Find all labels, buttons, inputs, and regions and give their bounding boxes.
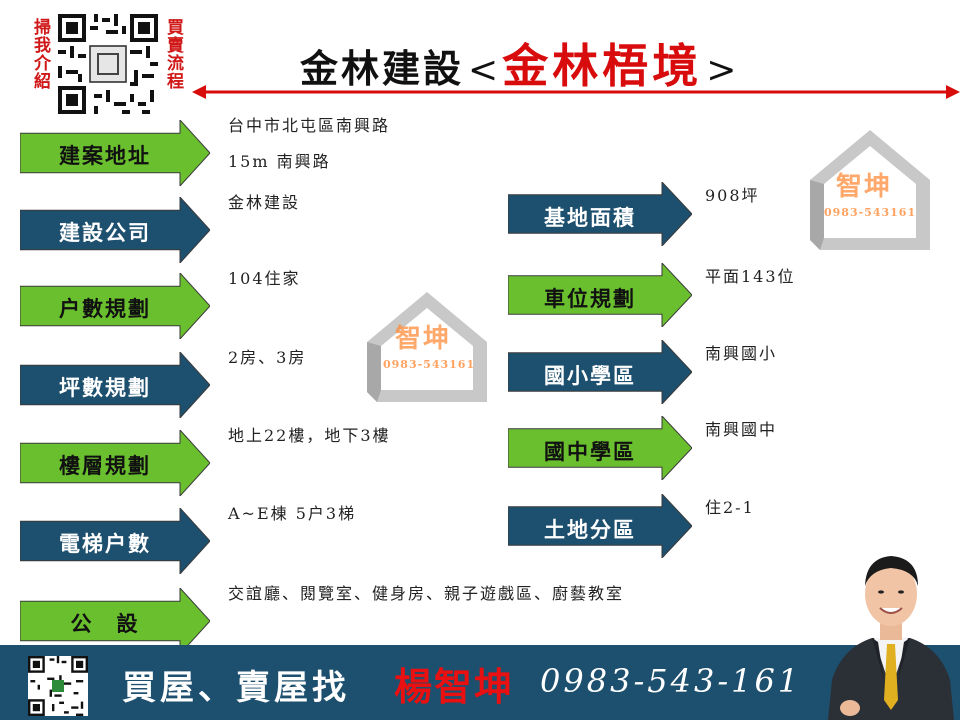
watermark-top-right: 智坤 0983-543161 [808,128,933,253]
arrow-shape [20,120,210,186]
scan-intro-label: 掃我介紹 [30,18,50,90]
right-value: 南興國中 [705,420,778,439]
watermark-phone: 0983-543161 [383,358,476,371]
title-divider-double-arrow [192,85,960,99]
left-value: 台中市北屯區南興路 [228,116,391,135]
right-label: 土地分區 [544,517,636,542]
left-label: 坪數規劃 [59,375,151,400]
right-value: 908坪 [705,186,760,205]
left-item-4: 樓層規劃 [20,430,210,500]
left-label: 建設公司 [59,220,151,245]
left-label: 樓層規劃 [59,453,151,478]
title-company: 金林建設 [300,46,465,91]
arrow-shape [20,588,210,654]
right-value: 平面143位 [705,267,796,286]
right-item-1: 車位規劃 [508,263,692,333]
left-value: A~E棟 5户3梯 [228,504,357,523]
watermark-name: 智坤 [395,324,452,354]
right-value: 住2-1 [705,498,755,517]
left-label: 公 設 [70,611,140,636]
right-value: 南興國小 [705,344,778,363]
left-value: 交誼廳、閱覽室、健身房、親子遊戲區、廚藝教室 [228,584,625,603]
watermark-phone: 0983-543161 [824,206,917,219]
right-label: 國小學區 [544,363,636,388]
footer-slogan: 買屋、賣屋找 [122,668,350,708]
arrow-shape [508,340,692,404]
footer-bar [0,645,960,720]
arrow-shape [20,197,210,263]
right-label: 國中學區 [544,439,636,464]
arrow-shape [508,494,692,558]
house-watermark-icon [367,292,487,402]
footer-phone[interactable]: 0983-543-161 [540,662,802,700]
arrow-shape [20,273,210,339]
left-label: 建案地址 [59,143,151,168]
agent-photo [828,556,954,720]
watermark-center: 智坤 0983-543161 [365,290,490,405]
left-value-secondary: 15m 南興路 [228,152,331,171]
house-watermark-icon [810,130,930,250]
arrow-shape [20,352,210,418]
title-bracket-open: < [468,50,499,91]
right-label: 基地面積 [544,205,636,230]
qr-code-icon[interactable] [58,14,158,114]
left-item-0: 建案地址 [20,120,210,190]
arrow-shape [20,508,210,574]
arrow-shape [20,430,210,496]
arrow-shape [508,263,692,327]
page-title: 金林建設 < 金林梧境 > [300,30,740,93]
right-item-2: 國小學區 [508,340,692,410]
arrow-shape [508,416,692,480]
left-item-3: 坪數規劃 [20,352,210,422]
left-item-5: 電梯户數 [20,508,210,578]
left-label: 户數規劃 [59,296,151,321]
footer-qr-code-icon[interactable] [28,656,88,716]
arrow-shape [508,182,692,246]
watermark-name: 智坤 [836,172,893,202]
left-value: 地上22樓，地下3樓 [228,426,391,445]
right-item-0: 基地面積 [508,182,692,252]
left-item-1: 建設公司 [20,197,210,267]
left-item-6: 公 設 [20,588,210,658]
left-value: 金林建設 [228,193,301,212]
left-label: 電梯户數 [59,531,151,556]
left-value: 104住家 [228,269,301,288]
left-value: 2房、3房 [228,348,307,367]
right-item-3: 國中學區 [508,416,692,486]
left-item-2: 户數規劃 [20,273,210,343]
right-label: 車位規劃 [544,286,636,311]
footer-agent-name: 楊智坤 [394,664,515,709]
right-item-4: 土地分區 [508,494,692,564]
title-bracket-close: > [706,50,737,91]
buy-sell-process-label: 買賣流程 [163,18,183,90]
title-project-name: 金林梧境 [502,39,703,93]
